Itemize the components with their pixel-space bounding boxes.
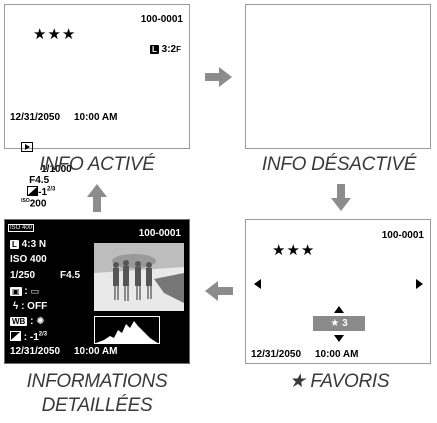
favorite-rating-selector[interactable]: ★ 3 [313, 316, 365, 331]
date-time: 12/31/2050 10:00 AM [10, 112, 118, 123]
date-time: 12/31/2050 10:00 AM [251, 349, 359, 360]
previous-image-arrow-icon[interactable] [254, 279, 261, 289]
iso-label: ISO [21, 198, 30, 204]
flash-icon: ϟ [13, 301, 19, 312]
favorites-screen: 100-0001 ★★★ ★ 3 12/31/2050 10:00 AM [245, 219, 431, 364]
favorites-caption: ★ FAVORIS [288, 371, 390, 392]
histogram [94, 316, 160, 344]
white-balance-separator: : [30, 316, 34, 327]
playback-icon [21, 142, 34, 152]
film-sim-value-icon: ▭ [30, 286, 39, 296]
exposure-info-row: 1/1000 F4.5 -12/3 ISO200 [10, 131, 72, 220]
detailed-info-screen: 100-0001 ISO 400 L 4:3 N ISO 400 1/250 F… [4, 219, 190, 364]
exposure-comp: : -1 [23, 332, 39, 343]
arrow-right-icon [205, 67, 232, 87]
image-size-indicator: L 3:2F [149, 44, 181, 55]
white-balance-badge: WB [10, 317, 28, 326]
size-text: 3:2 [161, 44, 177, 55]
info-off-screen [245, 4, 431, 149]
exposure-frac: 2/3 [38, 331, 48, 338]
film-sim-row: ▣ : ▭ [10, 286, 39, 297]
arrow-down-icon [331, 184, 351, 211]
iso-badge: ISO 400 [8, 224, 35, 232]
size-badge: L [149, 45, 159, 54]
detailed-info-caption-line1: INFORMATIONS [26, 371, 168, 392]
flash-value: : OFF [21, 301, 48, 312]
white-balance-daylight-icon: ✺ [36, 316, 45, 327]
info-off-caption: INFO DÉSACTIVÉ [261, 154, 417, 175]
arrow-left-icon [205, 281, 233, 301]
exposure-frac: 2/3 [47, 186, 56, 193]
photo-thumbnail [94, 243, 184, 311]
exposure-comp-icon [10, 331, 21, 341]
size-badge: L [10, 240, 19, 249]
rating-down-arrow-icon[interactable] [334, 335, 344, 342]
quality-label: F [176, 45, 181, 54]
film-simulation-icon: ▣ [10, 287, 22, 296]
info-on-caption: INFO ACTIVÉ [39, 154, 155, 175]
favorite-stars: ★★★ [272, 242, 316, 259]
next-image-arrow-icon[interactable] [416, 279, 423, 289]
exposure-comp-icon [27, 186, 39, 196]
favorite-stars: ★★★ [33, 26, 77, 43]
date-time: 12/31/2050 10:00 AM [10, 346, 118, 357]
shutter-speed: 1/250 [10, 270, 36, 281]
detailed-info-caption: INFORMATIONS DETAILLÉES [0, 370, 194, 418]
info-on-screen: 100-0001 ★★★ L 3:2F 12/31/2050 10:00 AM … [4, 4, 190, 209]
arrow-up-icon [87, 184, 107, 212]
rating-up-arrow-icon[interactable] [334, 306, 344, 313]
image-size-row: L 4:3 N [10, 239, 46, 250]
exposure-row: : -12/3 [10, 331, 47, 343]
aperture: F4.5 [60, 270, 81, 281]
iso-value: ISO 400 [10, 254, 47, 265]
size-text: 4:3 N [21, 239, 47, 250]
frame-counter: 100-0001 [140, 14, 183, 25]
exposure-comp: -1 [38, 187, 48, 198]
film-sim-separator: : [24, 286, 28, 297]
iso-value: 200 [29, 198, 47, 210]
aperture: F4.5 [29, 175, 50, 186]
frame-counter: 100-0001 [381, 230, 424, 241]
detailed-info-caption-line2: DETAILLÉES [41, 395, 153, 416]
frame-counter: 100-0001 [138, 228, 181, 239]
shutter-speed: 1/1000 [41, 164, 72, 175]
white-balance-row: WB : ✺ [10, 316, 45, 327]
flash-row: ϟ : OFF [13, 301, 47, 312]
